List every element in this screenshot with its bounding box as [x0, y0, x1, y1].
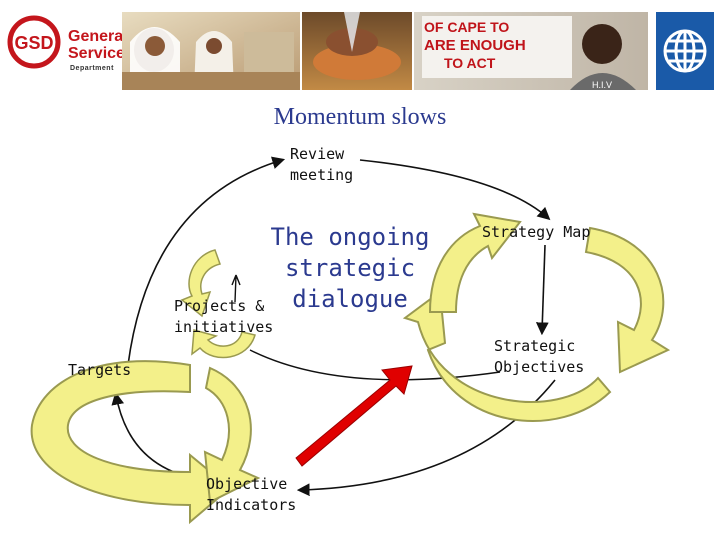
logo-line1: General — [68, 28, 128, 45]
cycle-arrow-bottom — [203, 366, 261, 504]
slide-title: Momentum slows — [273, 104, 447, 130]
node-strategic-objectives: Strategic Objectives — [494, 337, 585, 376]
node-projects-initiatives: Projects & initiatives — [174, 297, 274, 336]
small-loop-arrow — [180, 249, 256, 359]
connector-review-to-strategy-map — [359, 159, 551, 221]
logo-line3: Department — [70, 65, 114, 72]
node-review-meeting: Review meeting — [290, 145, 354, 184]
logo-line2: Services — [68, 45, 134, 62]
gsd-logo: GSD General Services Department — [6, 12, 134, 74]
cycle-arrow-center-right — [428, 212, 522, 313]
globe-icon — [663, 29, 707, 73]
header-banner: GSD General Services Department — [0, 0, 720, 100]
node-strategy-map: Strategy Map — [482, 223, 591, 241]
photo-collage: OF CAPE TO ARE ENOUGH TO ACT H.I.V — [122, 12, 648, 90]
photo-sign-line3: TO ACT — [444, 55, 496, 71]
photo-sign-line2: ARE ENOUGH — [424, 37, 526, 54]
photo-sign-line4: H.I.V — [592, 80, 612, 90]
connector-projects-line — [231, 274, 241, 303]
photo-sign-line1: OF CAPE TO — [424, 19, 509, 35]
red-arrow — [295, 365, 413, 467]
world-bank-logo — [656, 12, 714, 90]
connector-lower-arc — [249, 349, 501, 381]
node-targets: Targets — [68, 361, 132, 379]
gsd-logo-mark: GSD — [7, 15, 61, 69]
cycle-arrow-right-top — [584, 226, 671, 374]
connector-targets-to-review — [127, 156, 286, 366]
node-objective-indicators: Objective Indicators — [206, 475, 297, 514]
center-caption: The ongoing strategic dialogue — [270, 223, 430, 313]
logo-mark-text: GSD — [14, 33, 53, 53]
cycle-arrow-right-bottom — [402, 290, 612, 422]
cycle-arrow-left — [30, 360, 232, 525]
connector-strategy-map-to-objectives — [535, 244, 549, 336]
